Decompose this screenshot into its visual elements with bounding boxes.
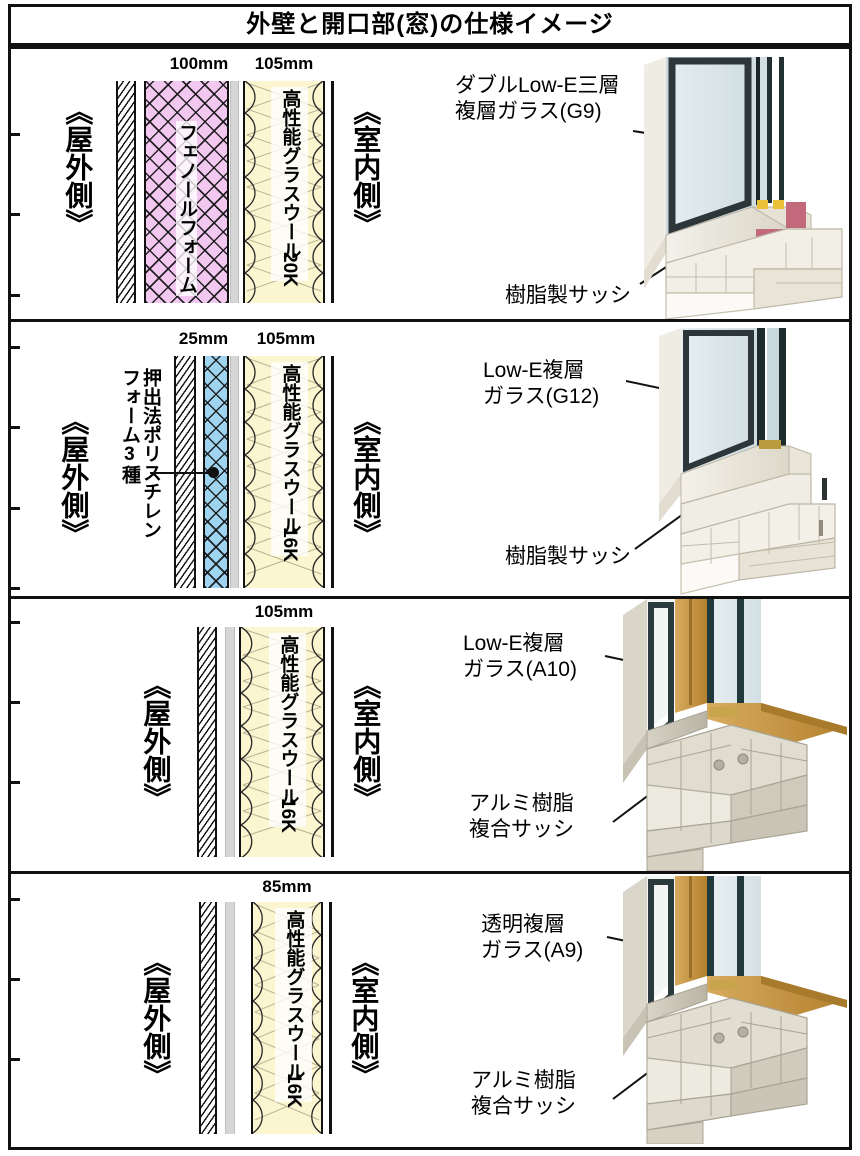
glass-callout: Low-E複層 ガラス(A10) — [463, 632, 577, 682]
sash-callout: 樹脂製サッシ — [505, 284, 631, 307]
phenolic-foam-layer: フェノールフォーム — [144, 81, 229, 303]
aluminum-resin-sash-image-3 — [611, 599, 855, 871]
row-tick — [11, 507, 20, 510]
resin-sash-double-glazing-image — [639, 328, 855, 596]
inside-direction-label: 《室内側》 — [350, 407, 382, 547]
window-illustration-3: Low-E複層 ガラス(A10) アルミ樹脂 複合サッシ — [421, 599, 855, 871]
xps-foam-label-line2: フォーム3種 — [118, 368, 140, 484]
xps-leader-line — [150, 472, 212, 474]
glass-callout: Low-E複層 ガラス(G12) — [483, 359, 600, 409]
glasswool-layer: 高性能グラスウール16K — [243, 356, 325, 588]
sheathing-layer — [230, 356, 239, 588]
row-tick — [11, 587, 20, 590]
sheathing-layer — [225, 902, 235, 1134]
glasswool-grade: 20K — [278, 252, 300, 287]
glasswool-layer: 高性能グラスウール16K — [239, 627, 325, 857]
interior-board-line — [331, 81, 334, 303]
spec-row-1: 100mm 105mm フェノールフォーム — [8, 46, 852, 322]
xps-leader-dot — [208, 467, 219, 478]
dimension-label: 105mm — [254, 602, 314, 621]
row-tick — [11, 978, 20, 981]
page-title: 外壁と開口部(窓)の仕様イメージ — [246, 11, 614, 38]
sash-callout: 樹脂製サッシ — [505, 545, 631, 568]
glasswool-grade: 16K — [282, 1073, 304, 1108]
dimension-label: 105mm — [254, 54, 314, 73]
wall-section-2: 25mm 105mm — [11, 322, 421, 596]
window-illustration-1: ダブルLow-E三層 複層ガラス(G9) 樹脂製サッシ — [421, 49, 855, 319]
interior-board-line — [331, 627, 334, 857]
row-tick — [11, 426, 20, 429]
interior-board-line — [331, 356, 334, 588]
glasswool-label: 高性能グラスウール16K — [271, 362, 308, 562]
siding-layer — [116, 81, 136, 303]
sash-callout: アルミ樹脂 複合サッシ — [471, 1069, 576, 1119]
spec-row-4: 85mm 高性能グラスウール16K — [8, 874, 852, 1150]
wall-section-3: 105mm 高性能グラスウール16K — [11, 599, 421, 871]
row-tick — [11, 701, 20, 704]
row-tick — [11, 294, 20, 297]
glass-callout: 透明複層 ガラス(A9) — [481, 913, 584, 963]
aluminum-resin-sash-image-4 — [611, 876, 855, 1144]
glasswool-label: 高性能グラスウール20K — [271, 87, 308, 287]
glass-callout: ダブルLow-E三層 複層ガラス(G9) — [455, 74, 620, 124]
outside-direction-label: 《屋外側》 — [140, 671, 172, 811]
row-tick — [11, 133, 20, 136]
resin-sash-triple-glazing-image — [636, 57, 856, 319]
outside-direction-label: 《屋外側》 — [62, 97, 94, 237]
glasswool-layer: 高性能グラスウール20K — [243, 81, 325, 303]
row-tick — [11, 781, 20, 784]
inside-direction-label: 《室内側》 — [350, 97, 382, 237]
outside-direction-label: 《屋外側》 — [58, 407, 90, 547]
row-tick — [11, 898, 20, 901]
row-tick — [11, 213, 20, 216]
title-row: 外壁と開口部(窓)の仕様イメージ — [8, 4, 852, 46]
glasswool-grade: 16K — [276, 798, 298, 833]
window-illustration-4: 透明複層 ガラス(A9) アルミ樹脂 複合サッシ — [421, 874, 855, 1147]
window-illustration-2: Low-E複層 ガラス(G12) 樹脂製サッシ — [421, 322, 855, 596]
row-tick — [11, 346, 20, 349]
glasswool-label: 高性能グラスウール16K — [275, 908, 312, 1108]
glasswool-grade: 16K — [278, 527, 300, 562]
sheathing-layer — [230, 81, 239, 303]
interior-board-line — [329, 902, 332, 1134]
siding-layer — [197, 627, 217, 857]
glasswool-layer: 高性能グラスウール16K — [251, 902, 323, 1134]
wall-section-1: 100mm 105mm フェノールフォーム — [11, 49, 421, 319]
dimension-label: 105mm — [256, 329, 316, 348]
glasswool-label: 高性能グラスウール16K — [269, 633, 306, 833]
inside-direction-label: 《室内側》 — [348, 948, 380, 1088]
spec-row-3: 105mm 高性能グラスウール16K — [8, 599, 852, 874]
xps-foam-label-line1: 押出法ポリスチレン — [139, 368, 161, 539]
spec-row-2: 25mm 105mm — [8, 322, 852, 599]
outside-direction-label: 《屋外側》 — [140, 948, 172, 1088]
sheathing-layer — [225, 627, 235, 857]
siding-layer — [199, 902, 217, 1134]
sash-callout: アルミ樹脂 複合サッシ — [469, 792, 574, 842]
row-tick — [11, 1058, 20, 1061]
wall-section-4: 85mm 高性能グラスウール16K — [11, 874, 421, 1147]
inside-direction-label: 《室内側》 — [350, 671, 382, 811]
dimension-label: 85mm — [262, 877, 312, 896]
dimension-label: 100mm — [169, 54, 229, 73]
dimension-label: 25mm — [178, 329, 229, 348]
phenolic-foam-label: フェノールフォーム — [176, 121, 197, 296]
row-tick — [11, 621, 20, 624]
